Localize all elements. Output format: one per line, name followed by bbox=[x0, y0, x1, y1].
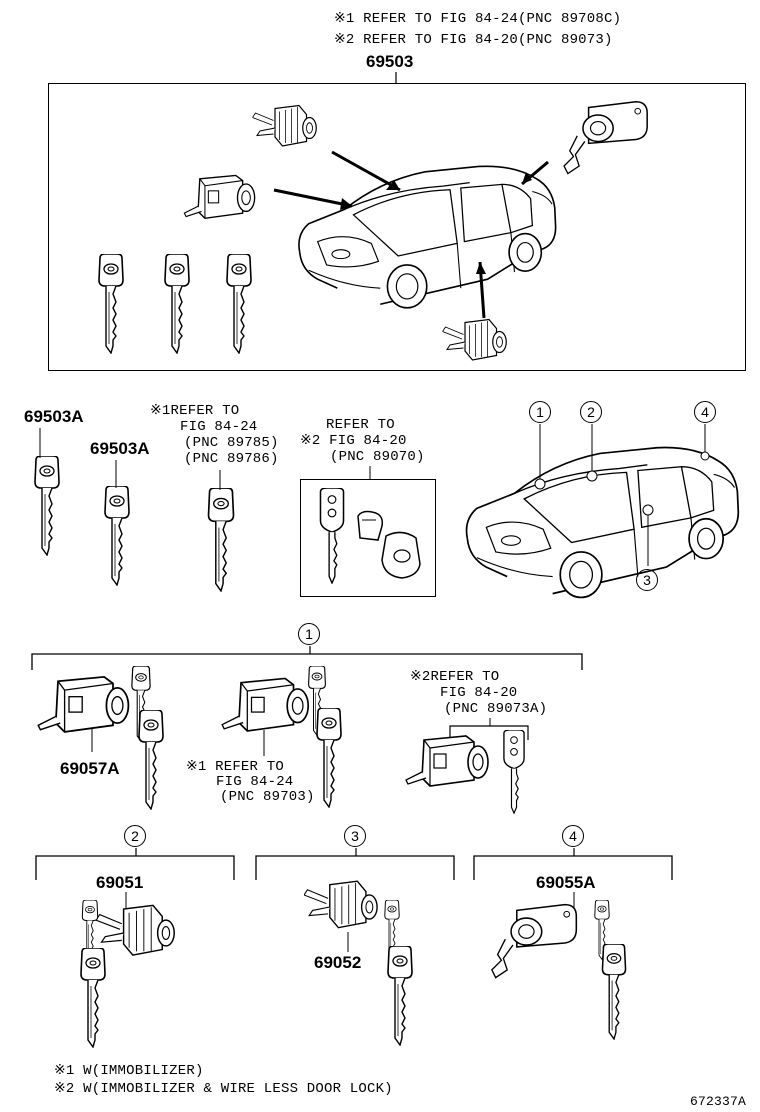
part-number-69055A: 69055A bbox=[536, 873, 596, 892]
group1-bracket bbox=[0, 0, 760, 680]
remote-key-box bbox=[300, 479, 436, 597]
transmitter-case bbox=[352, 510, 388, 544]
group2-callout: 2 bbox=[124, 825, 146, 847]
leaders-keys bbox=[0, 0, 760, 600]
car-callout-2: 2 bbox=[580, 401, 602, 423]
leaders-car bbox=[0, 0, 760, 620]
part-number-69057A: 69057A bbox=[60, 759, 120, 778]
group1-ref2-line2: FIG 84-20 bbox=[440, 685, 518, 701]
part-number-69503A-2: 69503A bbox=[90, 439, 150, 458]
keys-ref1-line4: (PNC 89786) bbox=[184, 451, 279, 467]
leader-remote bbox=[0, 0, 760, 600]
leader-69503 bbox=[0, 0, 760, 90]
group1-callout: 1 bbox=[298, 623, 320, 645]
keys-ref2-line1: REFER TO bbox=[326, 417, 395, 433]
keys-ref1-line3: (PNC 89785) bbox=[184, 435, 279, 451]
car-callout-4: 4 bbox=[694, 401, 716, 423]
leader-group1-ref1 bbox=[0, 0, 760, 800]
group3-bracket bbox=[0, 0, 760, 900]
keys-ref2-line2: ※2 FIG 84-20 bbox=[300, 433, 407, 449]
figure-id: 672337A bbox=[690, 1094, 747, 1109]
car-callout-1: 1 bbox=[529, 401, 551, 423]
group1-ref1-line1: ※1 REFER TO bbox=[186, 759, 284, 775]
transmitter-cover bbox=[378, 530, 424, 580]
header-ref-2: ※2 REFER TO FIG 84-20(PNC 89073) bbox=[334, 32, 613, 48]
car-callout-3: 3 bbox=[636, 569, 658, 591]
group4-bracket bbox=[0, 0, 760, 920]
footnote-1: ※1 W(IMMOBILIZER) bbox=[54, 1063, 204, 1079]
keys-ref1-line2: FIG 84-24 bbox=[180, 419, 258, 435]
key-69051-b bbox=[76, 948, 110, 1048]
keys-ref1-line1: ※1REFER TO bbox=[150, 403, 240, 419]
footnote-2: ※2 W(IMMOBILIZER & WIRE LESS DOOR LOCK) bbox=[54, 1081, 393, 1097]
part-number-69052: 69052 bbox=[314, 953, 362, 972]
trunk-cylinder-69055A bbox=[488, 898, 584, 990]
leader-69057A bbox=[0, 0, 760, 800]
group4-callout: 4 bbox=[562, 825, 584, 847]
part-number-69503A-1: 69503A bbox=[24, 407, 84, 426]
group1-ref1-line2: FIG 84-24 bbox=[216, 774, 294, 790]
key-69052-b bbox=[384, 946, 416, 1046]
group1-ref1-line3: (PNC 89703) bbox=[220, 789, 315, 805]
group1-ref2-line3: (PNC 89073A) bbox=[444, 701, 548, 717]
header-ref-1: ※1 REFER TO FIG 84-24(PNC 89708C) bbox=[334, 11, 622, 27]
part-number-69503: 69503 bbox=[366, 52, 414, 71]
key-set-box bbox=[48, 83, 746, 371]
group3-callout: 3 bbox=[344, 825, 366, 847]
key-69055A-b bbox=[598, 944, 630, 1040]
keys-ref2-line3: (PNC 89070) bbox=[330, 449, 425, 465]
group1-ref2-line1: ※2REFER TO bbox=[410, 669, 500, 685]
group2-bracket bbox=[0, 0, 760, 900]
arrows-top bbox=[0, 0, 760, 380]
part-number-69051: 69051 bbox=[96, 873, 144, 892]
bracket-group1-ref2 bbox=[0, 0, 760, 800]
